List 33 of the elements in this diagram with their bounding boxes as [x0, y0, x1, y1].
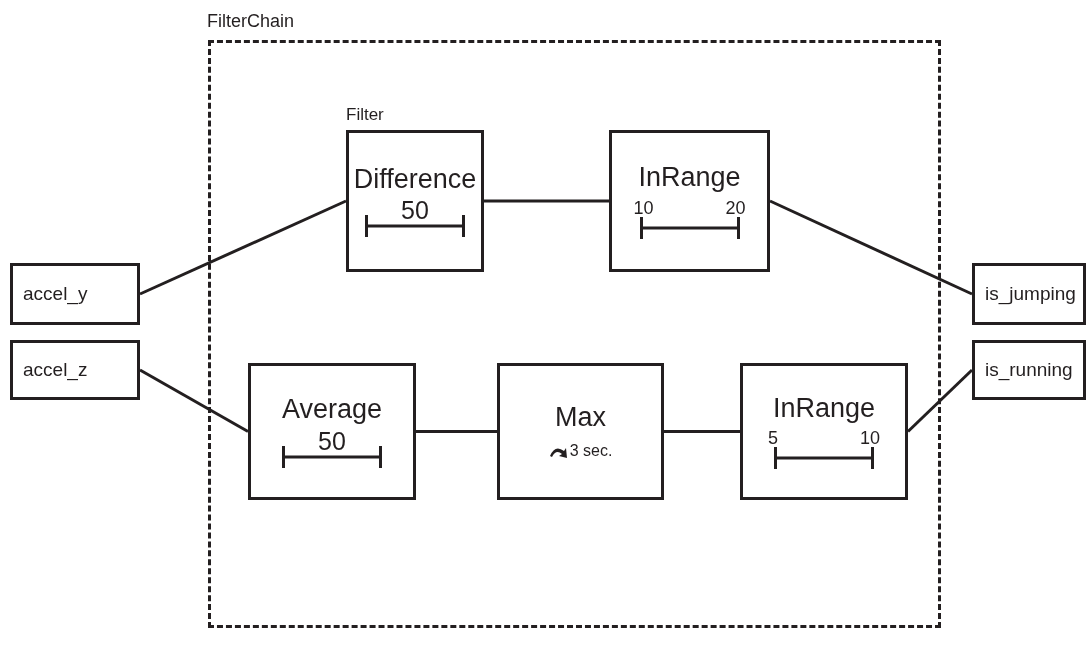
filter-box	[497, 363, 664, 500]
connector-line	[139, 199, 347, 296]
signal-box	[972, 263, 1086, 325]
connector-line	[139, 368, 249, 433]
connector-line	[769, 199, 973, 296]
filter-box	[248, 363, 416, 500]
filter-box	[740, 363, 908, 500]
filter-name: Max	[555, 402, 606, 433]
filter-box	[609, 130, 770, 272]
range-min: 10	[633, 198, 654, 217]
range-max: 10	[859, 429, 880, 448]
signal-name: accel_y	[23, 283, 88, 305]
node-caption: Filter	[346, 105, 384, 125]
time-window: 3 sec.	[569, 442, 613, 461]
signal-name: is_running	[985, 359, 1073, 381]
filter-name: Difference	[353, 164, 477, 195]
signal-name: accel_z	[23, 359, 88, 381]
window-size: 50	[318, 428, 346, 454]
filter-name: Average	[281, 395, 383, 425]
filter-name: InRange	[638, 163, 741, 193]
window-size: 50	[401, 198, 429, 224]
connector-line	[906, 368, 974, 433]
signal-box	[972, 340, 1086, 400]
signal-box	[10, 340, 140, 400]
group-heading: FilterChain	[207, 11, 295, 32]
connector-line	[664, 430, 740, 433]
connector-line	[484, 199, 609, 203]
range-min: 5	[768, 429, 778, 448]
connector-line	[416, 430, 497, 433]
signal-name: is_jumping	[985, 283, 1076, 305]
signal-box	[10, 263, 140, 325]
filter-name: InRange	[772, 393, 876, 424]
range-max: 20	[725, 198, 746, 217]
